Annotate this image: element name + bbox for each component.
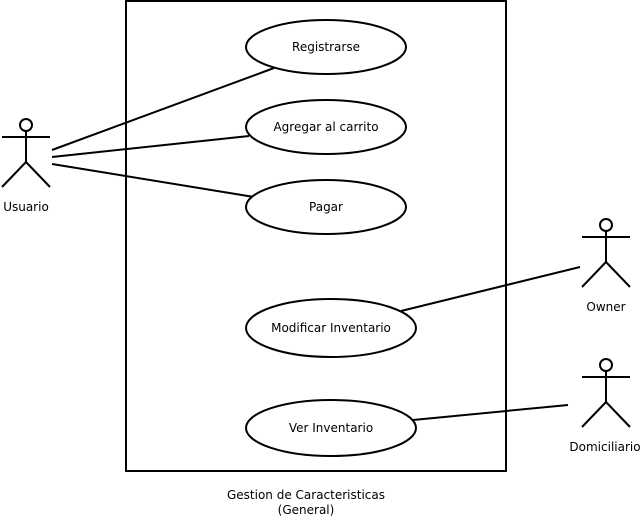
use-case-pagar[interactable]: Pagar	[245, 179, 407, 235]
actor-head-icon	[19, 118, 33, 132]
use-case-label: Ver Inventario	[289, 421, 373, 435]
actor-left-leg	[581, 401, 607, 428]
use-case-registrarse[interactable]: Registrarse	[245, 19, 407, 75]
actor-head-icon	[599, 358, 613, 372]
actor-left-leg	[581, 261, 607, 288]
actor-head-icon	[599, 218, 613, 232]
association-usuario-registrarse	[51, 67, 275, 151]
association-usuario-agregar-carrito	[51, 135, 250, 158]
use-case-ellipse	[245, 298, 417, 358]
use-case-ver-inventario[interactable]: Ver Inventario	[245, 399, 417, 457]
association-usuario-pagar	[51, 163, 255, 198]
actor-left-leg	[1, 161, 27, 188]
use-case-ellipse	[245, 19, 407, 75]
associations	[51, 67, 581, 421]
system-caption-title: Gestion de Caracteristicas	[226, 488, 385, 502]
actor-right-leg	[605, 261, 631, 288]
use-case-label: Agregar al carrito	[273, 120, 378, 134]
actor-usuario[interactable]	[1, 118, 51, 188]
actor-label-owner: Owner	[586, 300, 625, 314]
system-caption: Gestion de Caracteristicas (General)	[206, 488, 406, 518]
system-caption-subtitle: (General)	[277, 503, 335, 517]
use-case-ellipse	[245, 399, 417, 457]
use-case-modificar-inventario[interactable]: Modificar Inventario	[245, 298, 417, 358]
use-case-agregar-al-carrito[interactable]: Agregar al carrito	[245, 99, 407, 155]
actor-right-leg	[25, 161, 51, 188]
use-case-ellipse	[245, 99, 407, 155]
actor-right-leg	[605, 401, 631, 428]
actor-label-domiciliario: Domiciliario	[569, 440, 640, 454]
association-domiciliario-ver-inventario	[412, 404, 569, 421]
use-case-label: Pagar	[309, 200, 343, 214]
actor-domiciliario[interactable]	[581, 358, 631, 428]
actor-label-usuario: Usuario	[3, 200, 49, 214]
use-case-label: Registrarse	[292, 40, 360, 54]
actor-owner[interactable]	[581, 218, 631, 288]
use-case-label: Modificar Inventario	[271, 321, 391, 335]
use-case-ellipse	[245, 179, 407, 235]
system-boundary	[125, 0, 507, 472]
association-owner-modificar-inventario	[400, 266, 581, 312]
